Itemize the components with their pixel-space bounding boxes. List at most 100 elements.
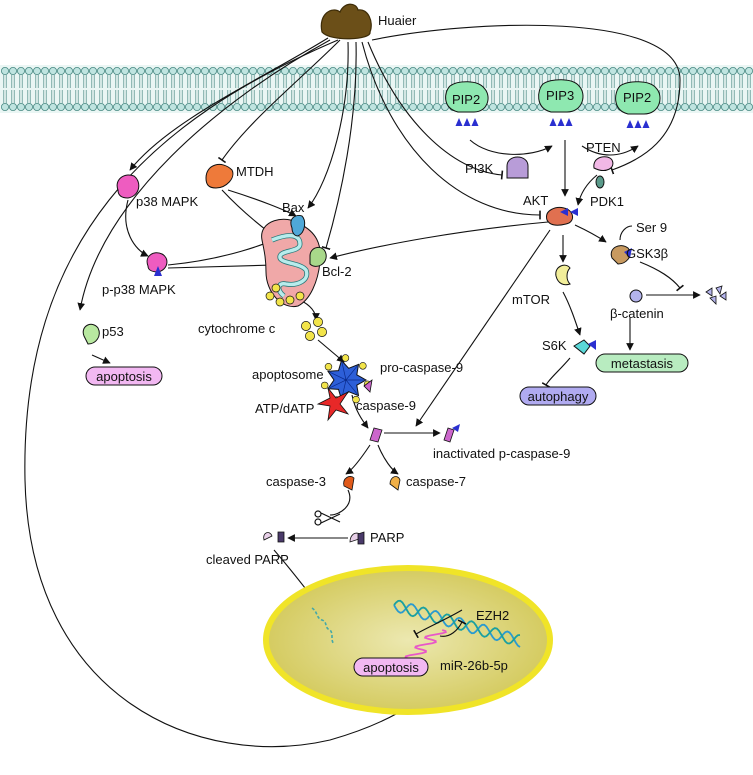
akt-protein bbox=[546, 207, 578, 226]
phospholipid bbox=[496, 67, 505, 112]
bcl2-protein bbox=[309, 247, 327, 267]
gsk3b-label: GSK3β bbox=[626, 246, 668, 261]
bax-label: Bax bbox=[282, 200, 305, 215]
s6k-protein bbox=[573, 339, 596, 355]
huaier-icon bbox=[320, 3, 372, 40]
phospholipid bbox=[105, 67, 114, 112]
phospholipid bbox=[81, 67, 90, 112]
phosphate-icon bbox=[455, 118, 463, 126]
mitochondrion bbox=[261, 218, 321, 308]
apoptosis-left-pill bbox=[85, 366, 163, 386]
phospholipid bbox=[721, 67, 730, 112]
phospholipid bbox=[248, 67, 257, 112]
phospholipid bbox=[192, 67, 201, 112]
pip3 bbox=[538, 79, 584, 126]
phospholipid bbox=[41, 67, 50, 112]
phospholipid bbox=[601, 67, 610, 112]
phospholipid bbox=[33, 67, 42, 112]
akt-label: AKT bbox=[523, 193, 548, 208]
mtor-protein bbox=[555, 264, 571, 286]
pip2-right-label: PIP2 bbox=[623, 90, 651, 105]
cytochrome-dot bbox=[313, 317, 323, 327]
apoptosis-nucleus-text: apoptosis bbox=[363, 660, 419, 675]
mtdh-protein bbox=[205, 163, 234, 189]
phospholipid bbox=[360, 67, 369, 112]
phospholipid bbox=[585, 67, 594, 112]
huaier-label: Huaier bbox=[378, 13, 417, 28]
cytochrome-dot bbox=[295, 291, 305, 301]
phospholipid bbox=[665, 67, 674, 112]
apoptosis-left-text: apoptosis bbox=[96, 369, 152, 384]
phospholipid bbox=[521, 67, 530, 112]
pip2-right bbox=[615, 81, 661, 128]
phospholipid bbox=[168, 67, 177, 112]
phospholipid bbox=[8, 67, 17, 112]
phosphate-icon bbox=[626, 120, 634, 128]
phospholipid bbox=[513, 67, 522, 112]
phosphate-icon bbox=[549, 118, 557, 126]
phospholipid bbox=[416, 67, 425, 112]
dna-fragment bbox=[311, 607, 335, 645]
phospholipid bbox=[232, 67, 241, 112]
phosphate-icon bbox=[471, 118, 479, 126]
caspase3-protein bbox=[343, 476, 355, 491]
p53-protein bbox=[82, 323, 100, 345]
phospholipid bbox=[57, 67, 66, 112]
bcl2-label: Bcl-2 bbox=[322, 264, 352, 279]
pdk1-protein bbox=[595, 175, 605, 189]
phosphate-icon bbox=[642, 120, 650, 128]
autophagy-text: autophagy bbox=[528, 389, 589, 404]
phospholipid bbox=[113, 67, 122, 112]
phosphate-icon bbox=[463, 118, 471, 126]
cytochrome-dot bbox=[301, 321, 311, 331]
phospholipid bbox=[224, 67, 233, 112]
caspase9-protein bbox=[369, 427, 383, 443]
apoptosome-label: apoptosome bbox=[252, 367, 324, 382]
cytochrome-c bbox=[301, 317, 327, 341]
pten-protein bbox=[593, 156, 614, 171]
phospholipid bbox=[312, 67, 321, 112]
phospholipid bbox=[216, 67, 225, 112]
cytochrome-dot bbox=[320, 381, 329, 390]
phospholipid bbox=[184, 67, 193, 112]
inactivated-caspase9 bbox=[443, 424, 460, 443]
phospholipid bbox=[200, 67, 209, 112]
caspase7-label: caspase-7 bbox=[406, 474, 466, 489]
phospholipid bbox=[504, 67, 513, 112]
phosphate-icon bbox=[557, 118, 565, 126]
phospholipid bbox=[65, 67, 74, 112]
phospholipid bbox=[729, 67, 738, 112]
phosphate-icon bbox=[634, 120, 642, 128]
phospholipid bbox=[745, 67, 753, 111]
phospholipid bbox=[689, 67, 698, 112]
cytochrome-dot bbox=[324, 363, 333, 371]
phospholipid bbox=[737, 67, 746, 112]
cytochrome-dot bbox=[271, 283, 281, 293]
phospholipid bbox=[256, 67, 265, 112]
phospholipid bbox=[352, 67, 361, 112]
cytochrome-dot bbox=[305, 331, 315, 341]
cleaved-parp bbox=[263, 531, 285, 543]
phospholipid bbox=[304, 67, 313, 112]
phospholipid bbox=[73, 67, 82, 112]
parp-protein bbox=[349, 531, 365, 545]
s6k-label: S6K bbox=[542, 338, 567, 353]
mir-label: miR-26b-5p bbox=[440, 658, 508, 673]
phospholipid bbox=[705, 67, 714, 112]
p-p38-label: p-p38 MAPK bbox=[102, 282, 176, 297]
phospholipid bbox=[400, 67, 409, 112]
atp-icon bbox=[316, 387, 350, 422]
p38-protein bbox=[116, 174, 140, 199]
bax-protein bbox=[290, 215, 306, 237]
phosphate-icon bbox=[565, 118, 573, 126]
phospholipid bbox=[89, 67, 98, 112]
phospholipid bbox=[1, 67, 9, 112]
cytochrome-dot bbox=[265, 291, 275, 301]
phospholipid bbox=[713, 67, 722, 112]
phospholipid bbox=[609, 67, 618, 112]
phospholipid bbox=[152, 67, 161, 112]
scissors-icon bbox=[314, 510, 341, 526]
phospholipid bbox=[320, 67, 329, 112]
phospholipid bbox=[16, 67, 25, 112]
